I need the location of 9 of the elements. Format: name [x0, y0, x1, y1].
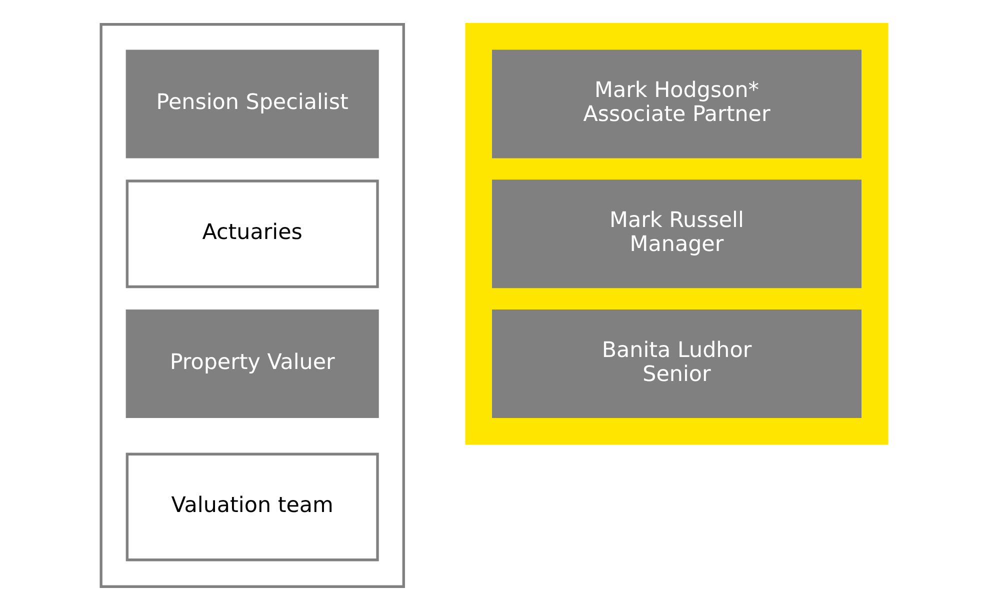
node-box: Banita Ludhor Senior — [492, 310, 861, 418]
cluster — [99, 23, 404, 588]
node-box: Mark Hodgson* Associate Partner — [492, 50, 861, 158]
node-box: Valuation team — [125, 452, 378, 562]
node-box: Actuaries — [125, 180, 378, 288]
node-box: Property Valuer — [125, 310, 378, 418]
cluster — [464, 23, 888, 445]
node-box: Mark Russell Manager — [492, 180, 861, 288]
node-box: Pension Specialist — [125, 50, 378, 158]
